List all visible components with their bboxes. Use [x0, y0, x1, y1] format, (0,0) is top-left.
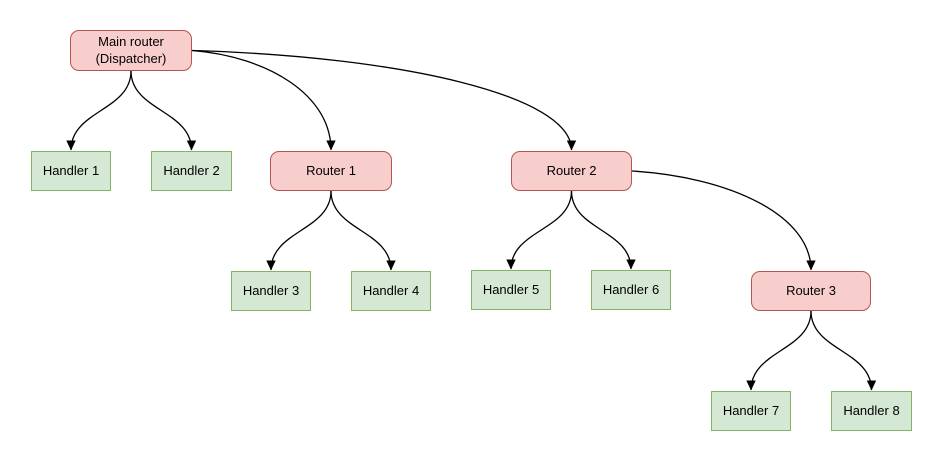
edge-main-to-h1 [66, 70, 132, 151]
edge-r3-to-h7 [746, 310, 812, 391]
node-label: Handler 7 [722, 402, 780, 418]
edge-main-to-r1 [191, 49, 336, 151]
node-handler-1: Handler 1 [31, 151, 111, 191]
node-router-2: Router 2 [511, 151, 632, 191]
node-label: Main router [98, 33, 164, 49]
edge-r2-to-h5 [506, 190, 573, 270]
node-label: Handler 6 [602, 281, 660, 297]
node-handler-3: Handler 3 [231, 271, 311, 311]
node-router-1: Router 1 [270, 151, 392, 191]
node-label: Router 3 [786, 282, 836, 298]
node-main-router: Main router(Dispatcher) [70, 30, 192, 71]
node-handler-7: Handler 7 [711, 391, 791, 431]
node-label: Handler 5 [482, 281, 540, 297]
node-handler-4: Handler 4 [351, 271, 431, 311]
node-handler-8: Handler 8 [831, 391, 912, 431]
edge-r2-to-r3 [631, 170, 816, 271]
edge-main-to-r2 [191, 49, 577, 151]
edge-r2-to-h6 [570, 190, 636, 270]
node-label: Router 2 [546, 162, 597, 178]
node-handler-6: Handler 6 [591, 270, 671, 310]
node-label: Handler 2 [163, 162, 220, 178]
node-label: (Dispatcher) [95, 50, 167, 66]
node-label: Router 1 [306, 162, 356, 178]
node-label: Handler 3 [242, 282, 300, 298]
edge-r1-to-h3 [266, 190, 332, 271]
edge-r1-to-h4 [330, 190, 396, 271]
node-label: Handler 8 [843, 402, 900, 418]
node-label: Handler 4 [362, 282, 420, 298]
node-router-3: Router 3 [751, 271, 871, 311]
node-label: Handler 1 [42, 162, 100, 178]
edge-r3-to-h8 [810, 310, 877, 391]
edge-main-to-h2 [130, 70, 197, 151]
node-handler-2: Handler 2 [151, 151, 232, 191]
node-handler-5: Handler 5 [471, 270, 551, 310]
